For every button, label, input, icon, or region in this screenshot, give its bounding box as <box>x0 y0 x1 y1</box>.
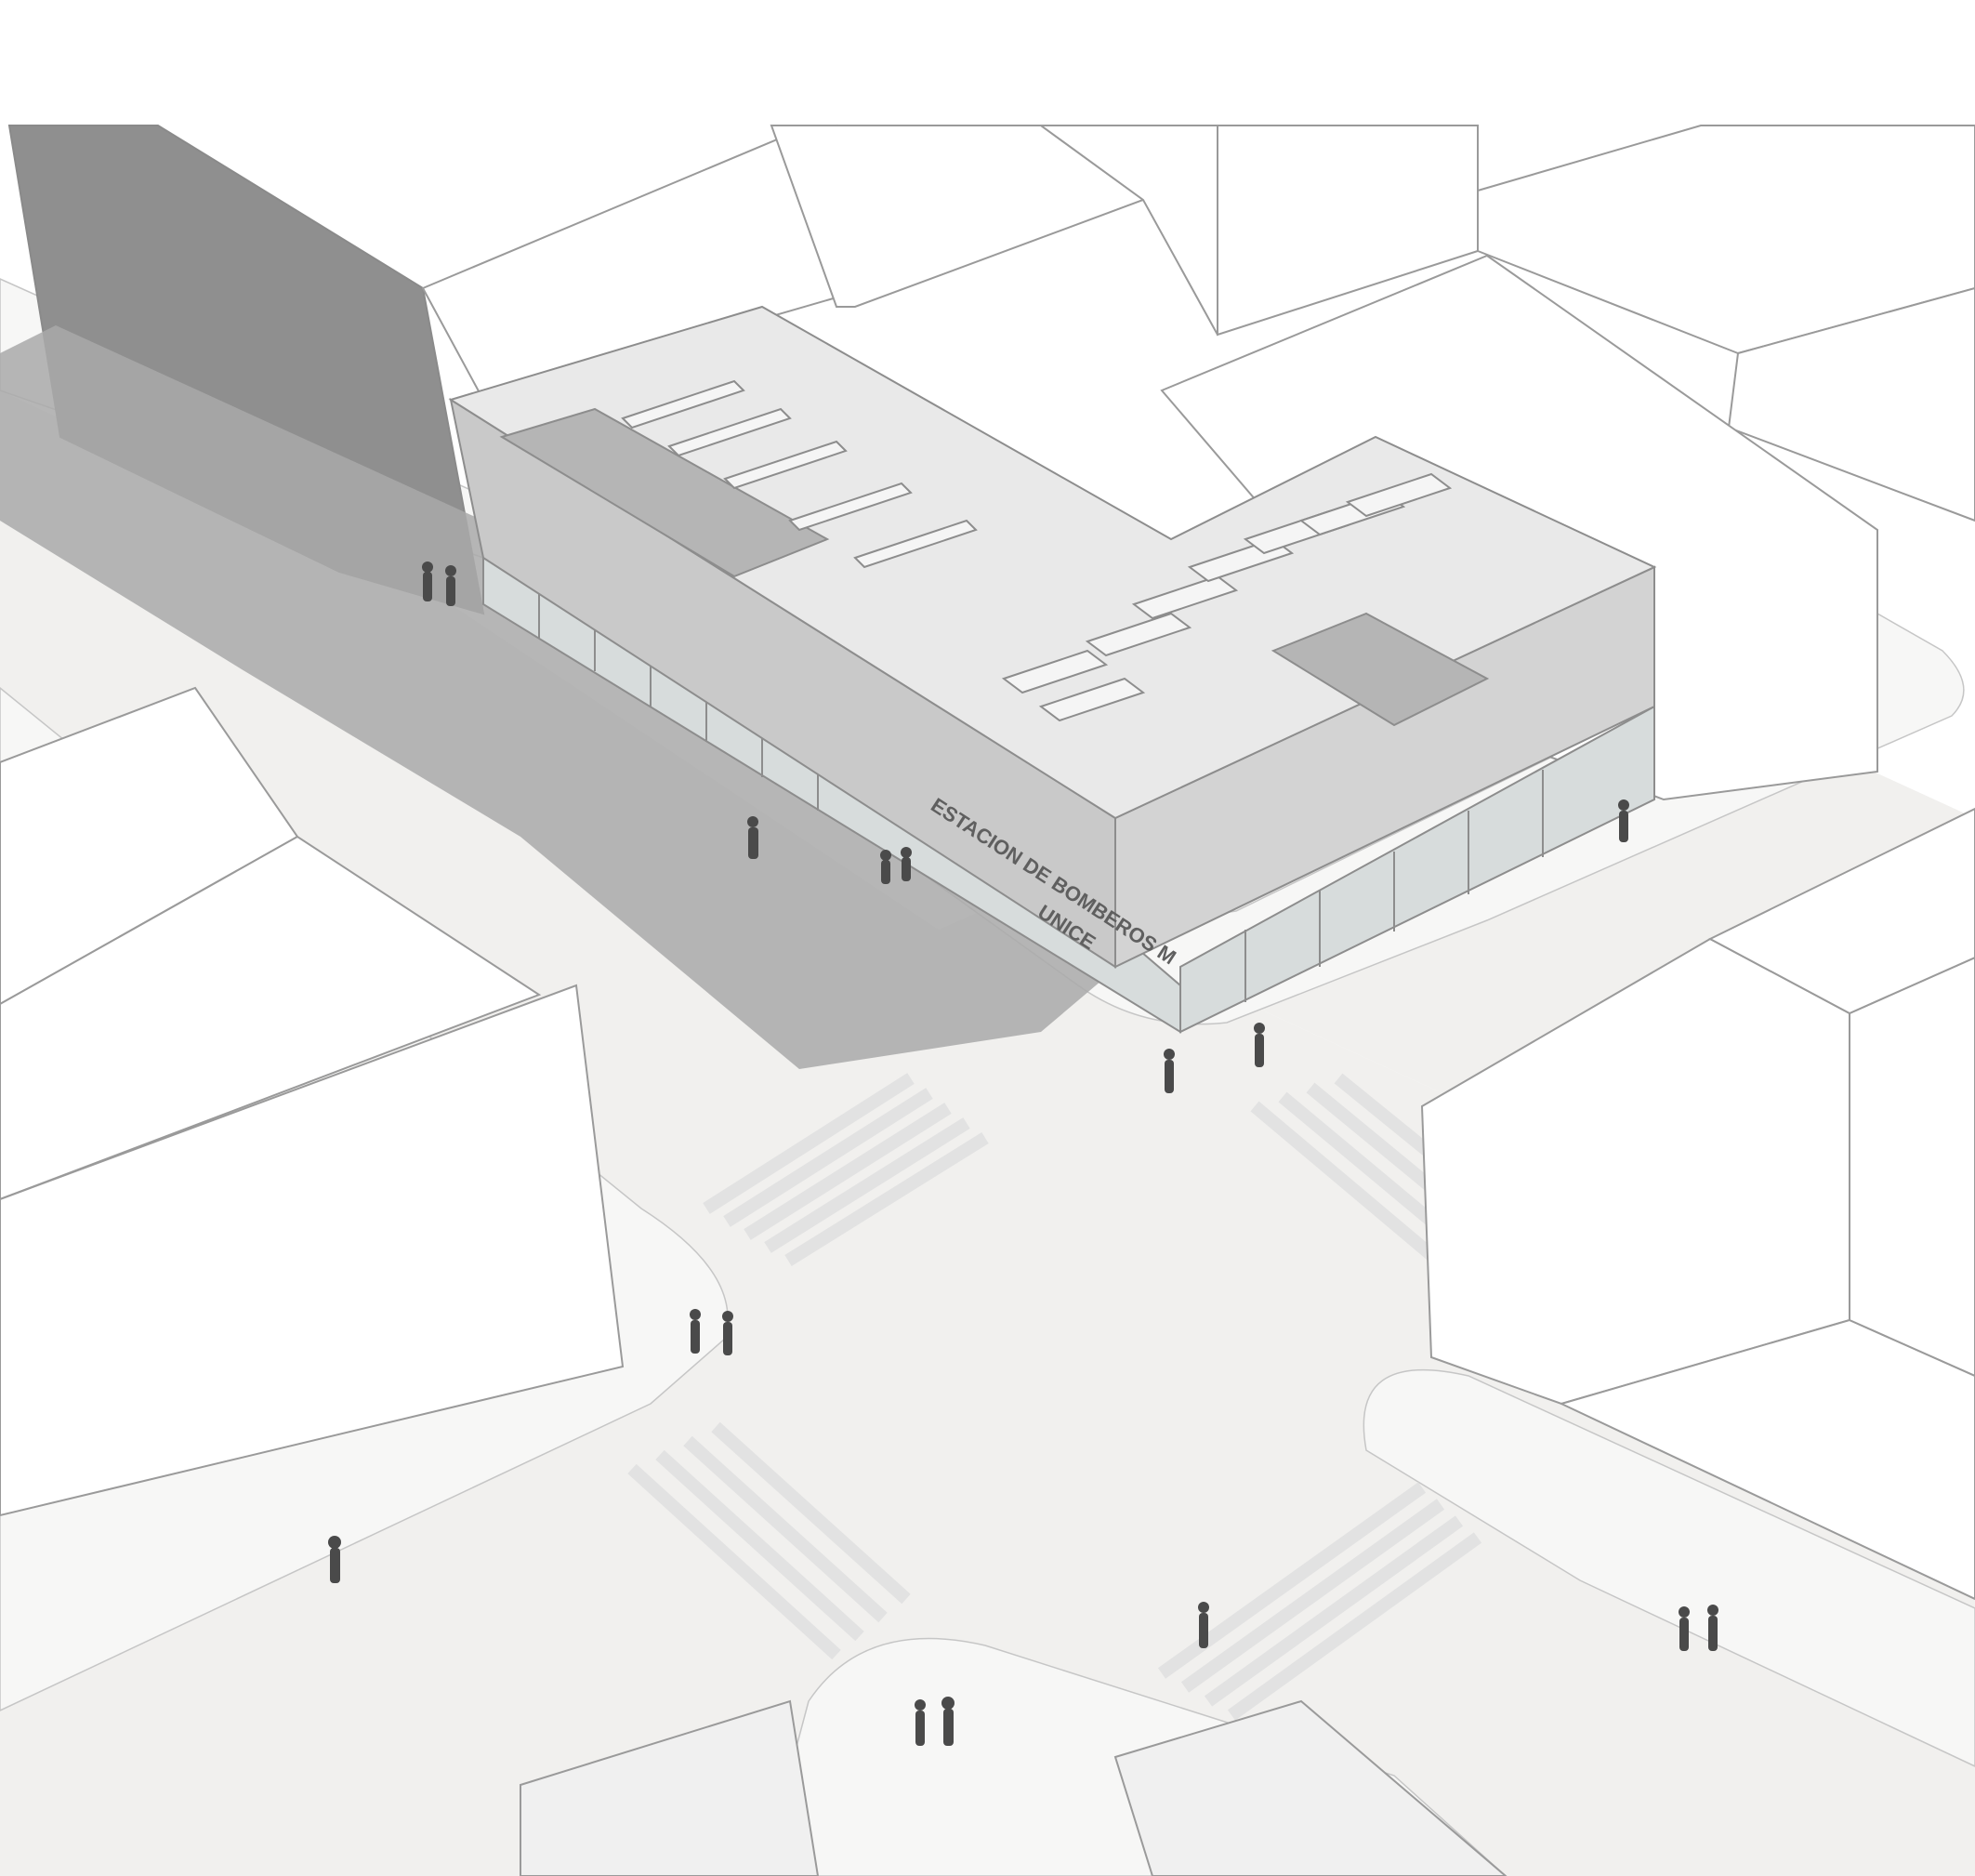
building-right-3 <box>1849 956 1975 1378</box>
fire-station: ESTACION DE BOMBEROS M UNICE <box>448 305 1657 1034</box>
building-right-4 <box>1707 807 1975 1015</box>
station-glazing-short <box>1179 705 1655 1034</box>
pedestrian-group-10 <box>1679 1605 1718 1651</box>
roof-courtyard-left <box>499 407 830 578</box>
pedestrian-group-11 <box>915 1697 955 1746</box>
roof-skylights <box>621 379 1453 722</box>
pedestrian-group-7 <box>690 1309 733 1355</box>
roof-courtyard-right <box>1271 612 1490 727</box>
station-shadow <box>0 325 1162 1069</box>
sidewalk-right-block <box>1363 1368 1975 1767</box>
pedestrian-5 <box>1254 1023 1265 1067</box>
pedestrian-group-1 <box>422 561 456 606</box>
pedestrian-4 <box>1164 1049 1175 1093</box>
building-left-2 <box>0 835 542 1201</box>
building-left-3 <box>0 984 625 1517</box>
crosswalks <box>627 1073 1492 1721</box>
pavilion-bottom-left <box>520 1699 820 1876</box>
pavilion-bottom-right <box>1113 1699 1508 1876</box>
pedestrian-2 <box>747 816 758 859</box>
crosswalk-north <box>703 1073 989 1266</box>
pedestrian-8 <box>328 1536 341 1583</box>
pedestrian-6 <box>1618 799 1629 842</box>
pedestrian-group-3 <box>880 847 912 884</box>
building-rear-1 <box>770 125 1146 308</box>
building-rear-4 <box>1477 125 1975 355</box>
pedestrian-9 <box>1198 1602 1209 1648</box>
crosswalk-west <box>627 1421 911 1660</box>
building-rear-5 <box>1727 286 1975 522</box>
building-right-2 <box>1559 1318 1975 1601</box>
pedestrians <box>328 561 1718 1746</box>
